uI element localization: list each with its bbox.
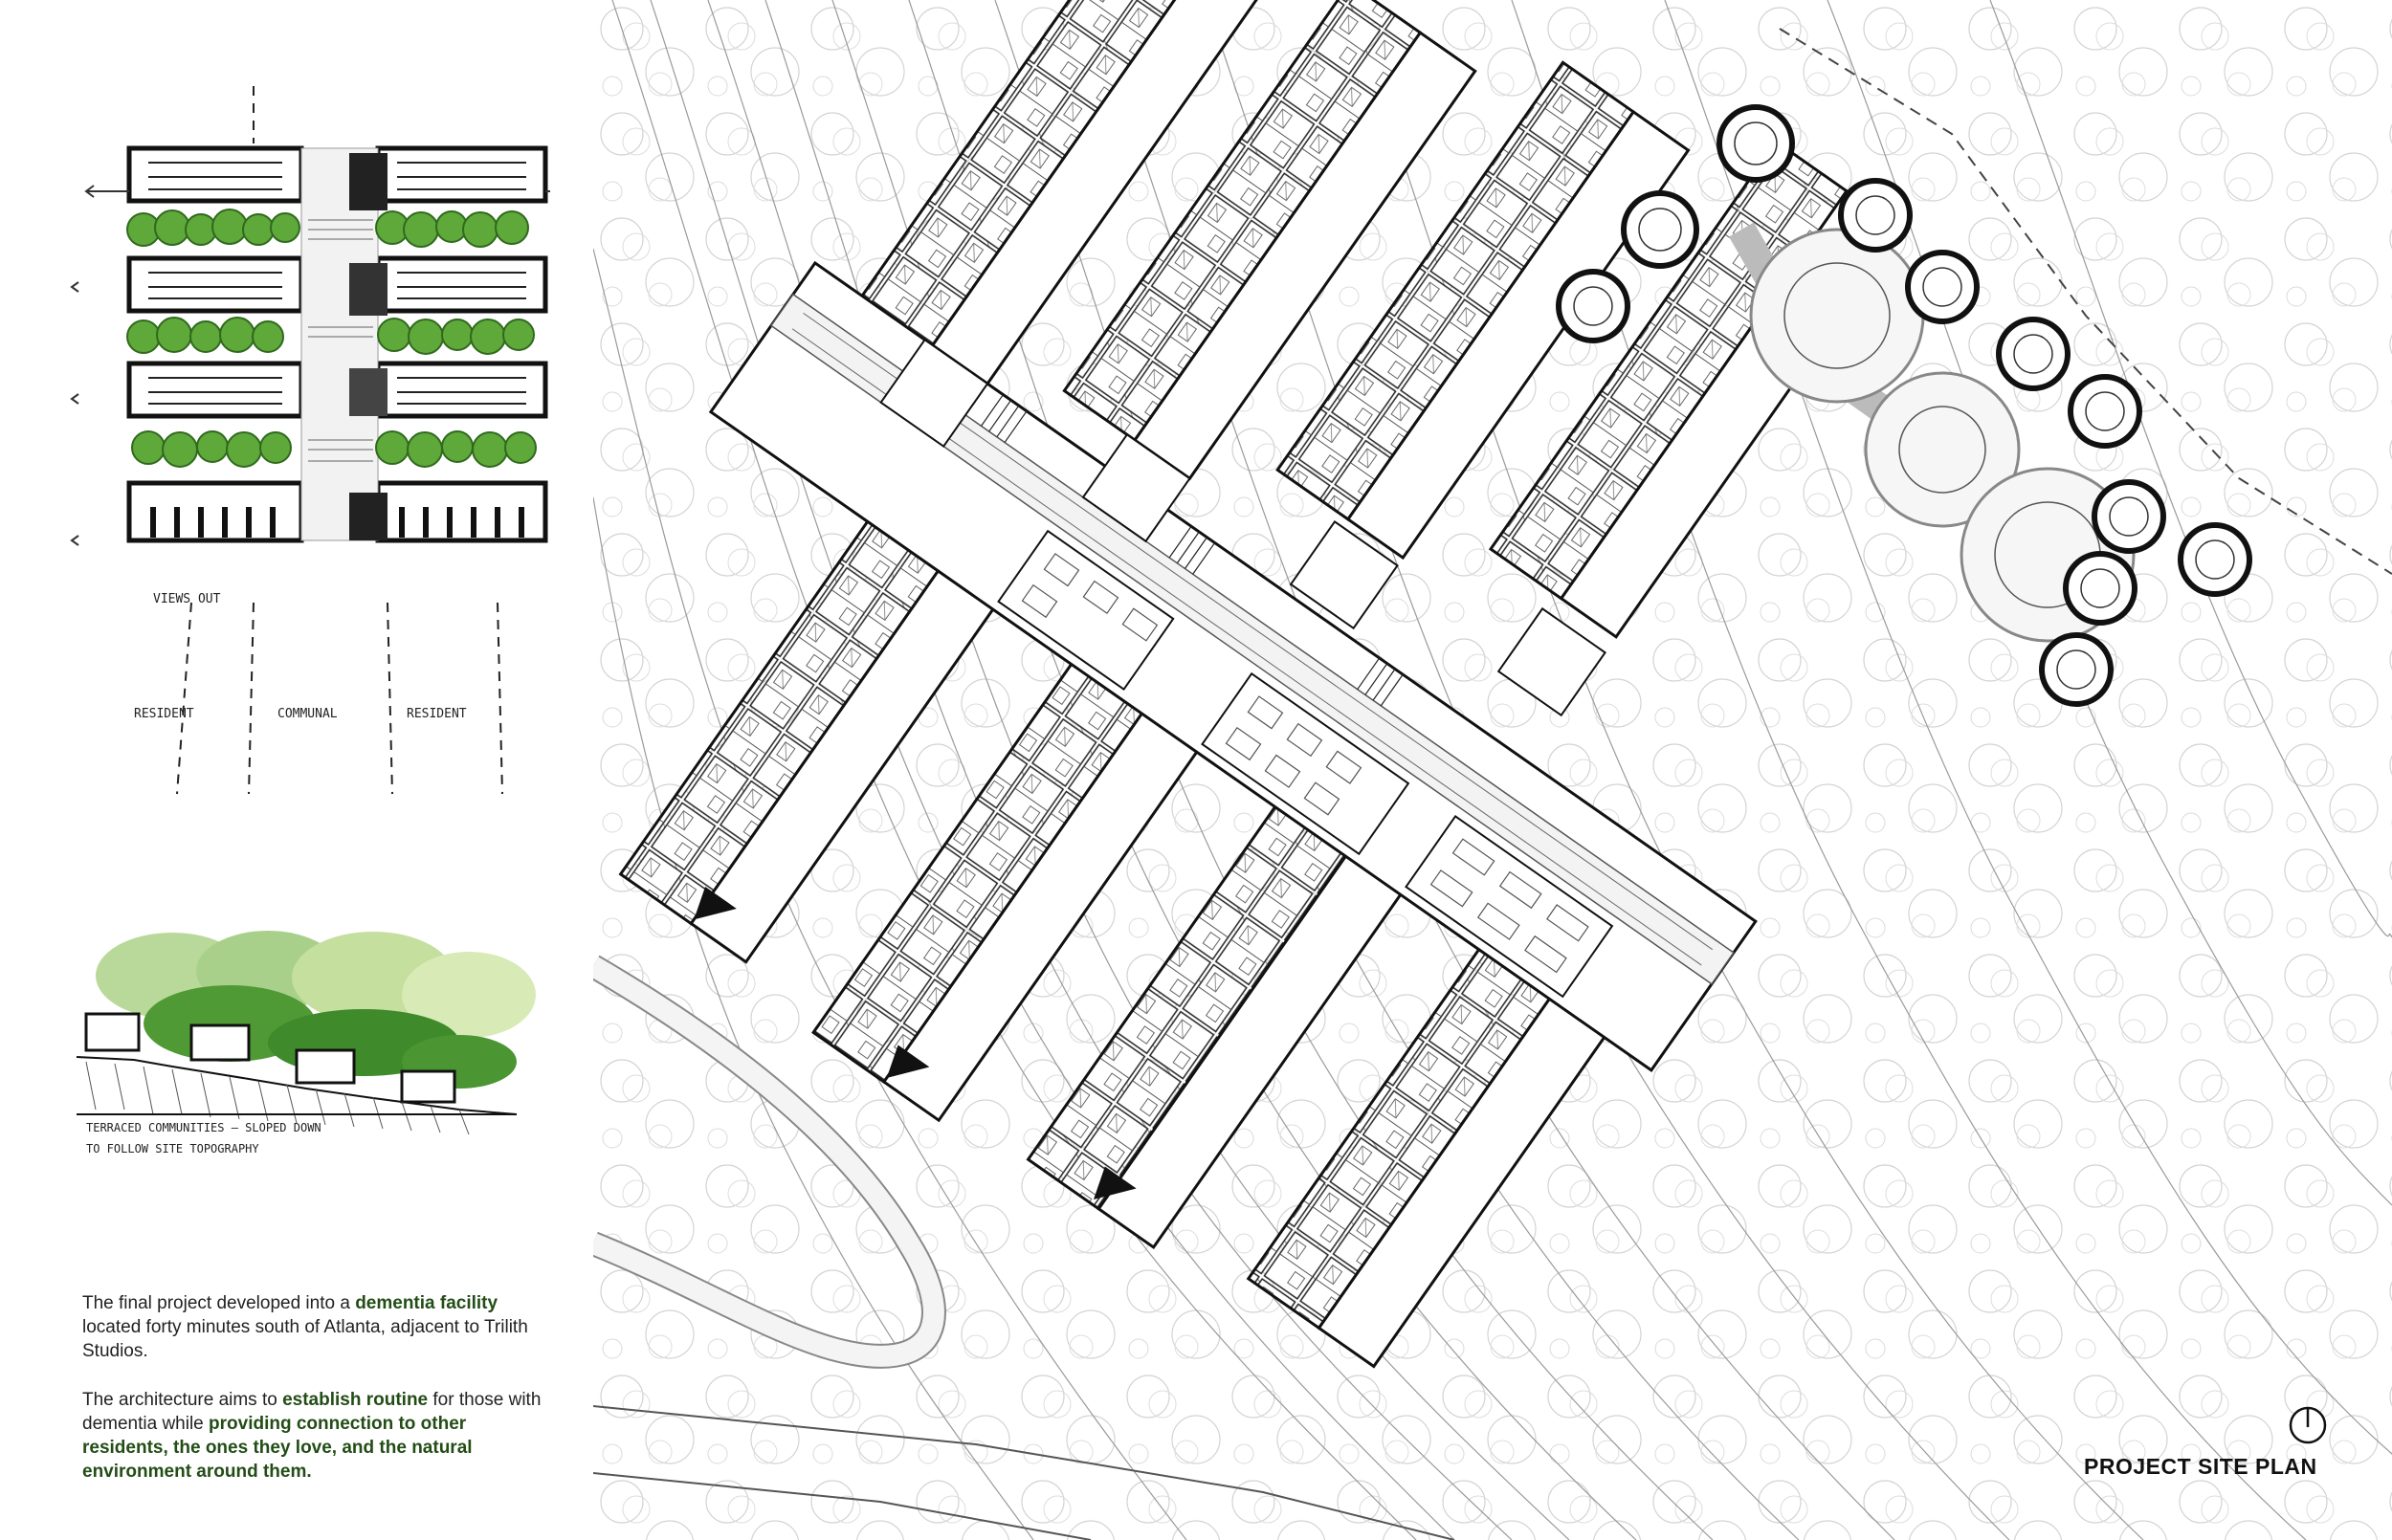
plan-title: PROJECT SITE PLAN: [2084, 1454, 2317, 1479]
site-plan-drawing: [593, 0, 2392, 1540]
north-arrow-icon: [2289, 1406, 2327, 1444]
zone-label-resident-left: RESIDENT: [134, 707, 194, 721]
views-out-label: VIEWS OUT: [153, 592, 221, 606]
garden-pavilions: [1556, 104, 2252, 707]
left-panel: VIEWS OUT RESIDENT COMMUNAL RESIDENT: [0, 0, 593, 1540]
section-caption-line2: TO FOLLOW SITE TOPOGRAPHY: [86, 1142, 259, 1155]
description-paragraph-2: The architecture aims to establish routi…: [82, 1390, 542, 1482]
project-description: The final project developed into a demen…: [82, 1291, 556, 1508]
description-paragraph-1: The final project developed into a demen…: [82, 1293, 528, 1361]
elevation-sketch: VIEWS OUT RESIDENT COMMUNAL RESIDENT: [70, 86, 550, 795]
zone-label-communal: COMMUNAL: [277, 707, 338, 721]
zone-label-resident-right: RESIDENT: [407, 707, 467, 721]
section-sketch: [76, 931, 536, 1135]
section-caption-line1: TERRACED COMMUNITIES — SLOPED DOWN: [86, 1121, 321, 1134]
dementia-facility-building: [618, 0, 1904, 1369]
section-caption: TERRACED COMMUNITIES — SLOPED DOWN TO FO…: [86, 1121, 321, 1155]
